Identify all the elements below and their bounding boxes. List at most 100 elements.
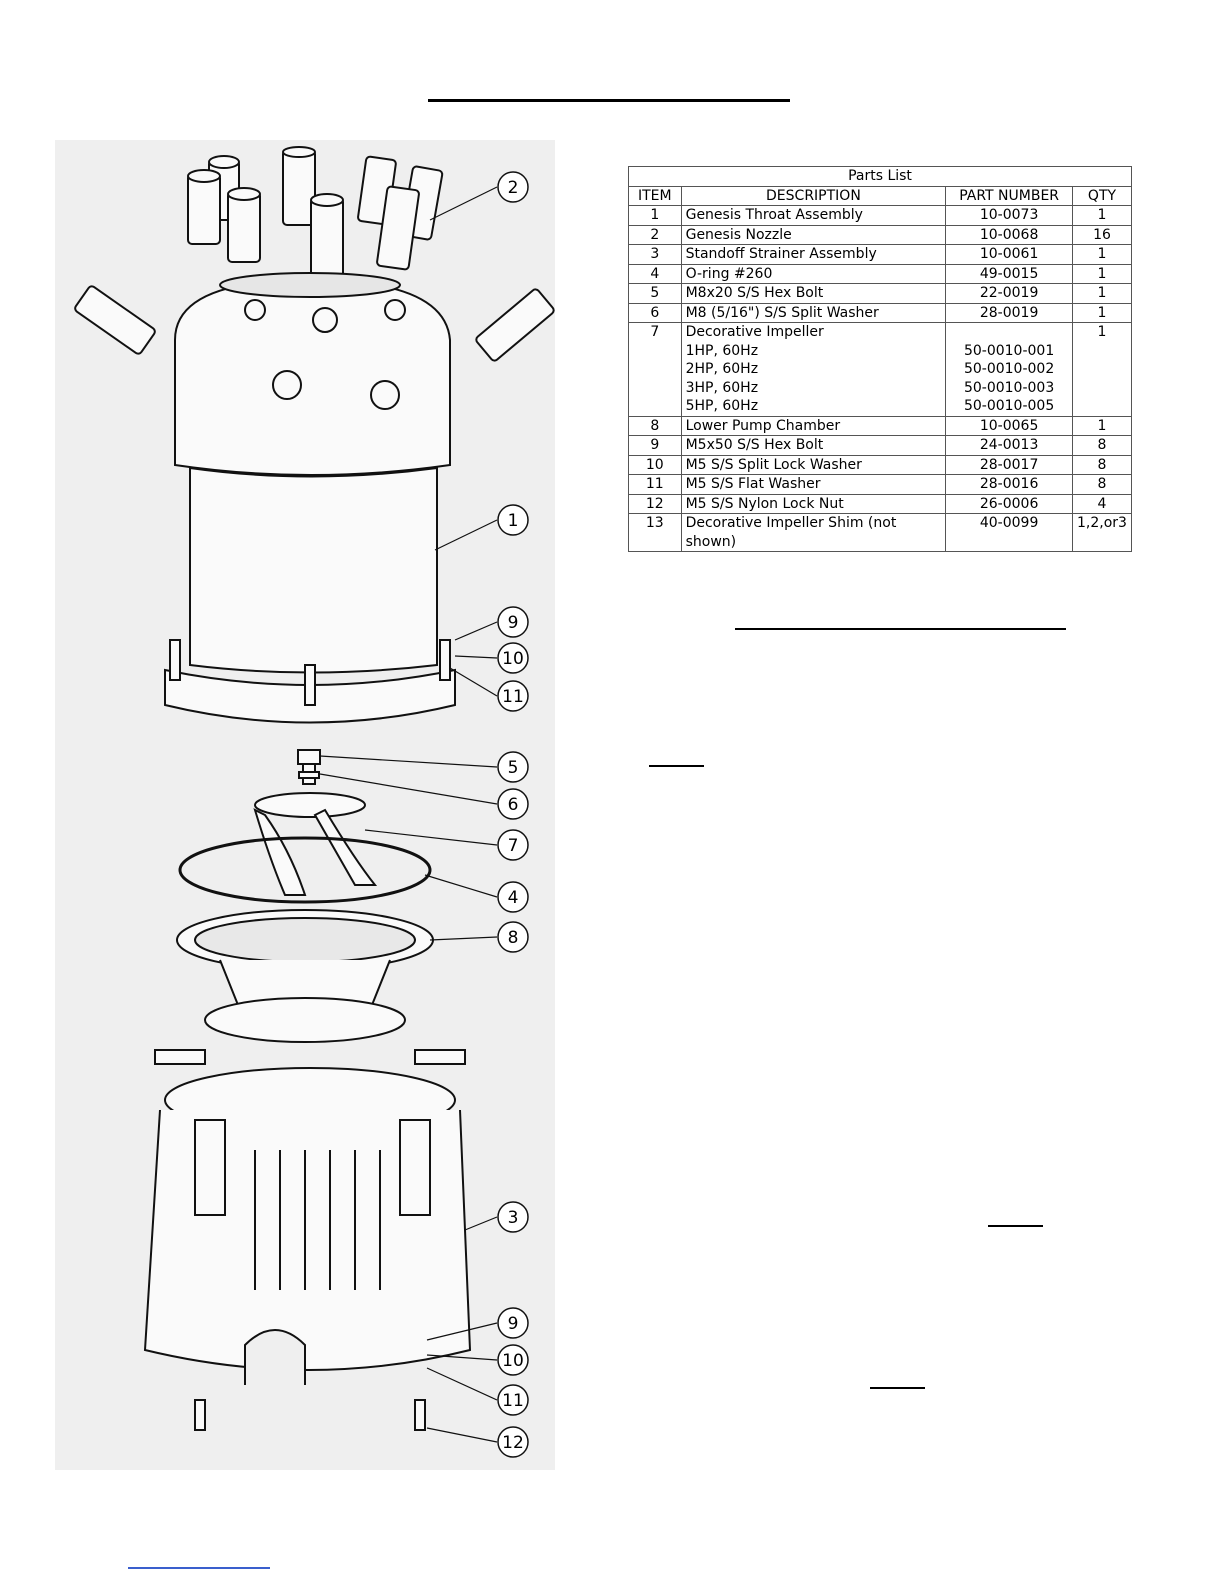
qty-cell: 4 — [1071, 493, 1133, 514]
item-cell: 11 — [628, 474, 682, 495]
item-cell: 9 — [628, 435, 682, 456]
callout-bubble: 10 — [497, 1344, 529, 1376]
callout-bubble: 2 — [497, 171, 529, 203]
callout-bubble: 11 — [497, 680, 529, 712]
callout-bubble: 7 — [497, 829, 529, 861]
svg-text:4: 4 — [508, 888, 519, 908]
description-line: Decorative Impeller Shim (not shown) — [685, 515, 897, 550]
column-header-qty: QTY — [1071, 185, 1133, 206]
description-line: M5 S/S Nylon Lock Nut — [685, 495, 844, 512]
part-number-cell: 10-0068 — [945, 224, 1073, 245]
part-number-line: 49-0015 — [979, 265, 1039, 282]
svg-text:12: 12 — [502, 1433, 524, 1453]
part-number-cell: 40-0099 — [945, 513, 1073, 552]
svg-text:9: 9 — [508, 1314, 519, 1334]
callout-bubble: 9 — [497, 606, 529, 638]
part-number-cell: 28-0017 — [945, 454, 1073, 475]
svg-text:7: 7 — [508, 836, 519, 856]
strainer-part — [143, 1049, 472, 1431]
description-line: Genesis Nozzle — [685, 226, 792, 243]
description-cell: M5x50 S/S Hex Bolt — [680, 435, 947, 456]
svg-text:3: 3 — [508, 1208, 519, 1228]
description-cell: M5 S/S Flat Washer — [680, 474, 947, 495]
svg-text:6: 6 — [508, 795, 519, 815]
part-number-cell: 10-0073 — [945, 205, 1073, 226]
note-underline — [870, 1387, 925, 1389]
description-line: M8 (5/16") S/S Split Washer — [685, 304, 879, 321]
qty-cell: 1 — [1071, 302, 1133, 323]
svg-text:1: 1 — [508, 511, 519, 531]
qty-cell: 1 — [1071, 322, 1133, 417]
description-line: 3HP, 60Hz — [685, 379, 759, 396]
throat-dome-part — [174, 278, 451, 476]
description-line: Lower Pump Chamber — [685, 417, 841, 434]
qty-cell: 8 — [1071, 454, 1133, 475]
footer-link-underline — [128, 1567, 270, 1569]
part-number-cell: 28-0016 — [945, 474, 1073, 495]
part-number-cell: 10-0061 — [945, 244, 1073, 265]
leader-lines — [319, 186, 498, 1443]
callout-bubble: 1 — [497, 504, 529, 536]
description-cell: M8 (5/16") S/S Split Washer — [680, 302, 947, 323]
qty-cell: 1,2,or3 — [1071, 513, 1133, 552]
part-number-line: 40-0099 — [979, 515, 1039, 531]
column-header-part-number: PART NUMBER — [945, 185, 1073, 206]
callouts: 2 1 9 10 11 5 6 7 4 8 3 9 10 11 12 — [497, 171, 529, 1458]
callout-bubble: 10 — [497, 642, 529, 674]
note-underline — [649, 765, 704, 767]
callout-bubble: 4 — [497, 881, 529, 913]
qty-cell: 1 — [1071, 415, 1133, 436]
description-line: Decorative Impeller — [685, 324, 824, 340]
qty-cell: 1 — [1071, 263, 1133, 284]
throat-body-part — [189, 466, 438, 674]
note-underline — [988, 1225, 1043, 1227]
qty-cell: 1 — [1071, 283, 1133, 304]
part-number-line: 28-0019 — [979, 304, 1039, 321]
callout-bubble: 5 — [497, 751, 529, 783]
nozzle-part — [74, 285, 555, 362]
callout-bubble: 3 — [497, 1201, 529, 1233]
description-line: M8x20 S/S Hex Bolt — [685, 285, 824, 301]
item-cell: 13 — [628, 513, 682, 552]
part-number-line: 50-0010-005 — [963, 398, 1055, 414]
svg-text:10: 10 — [502, 649, 524, 669]
part-number-cell: 26-0006 — [945, 493, 1073, 514]
parts-list-title: Parts List — [628, 166, 1132, 187]
callout-bubble: 9 — [497, 1307, 529, 1339]
callout-bubble: 11 — [497, 1384, 529, 1416]
part-number-cell: 24-0013 — [945, 435, 1073, 456]
part-number-cell: 22-0019 — [945, 283, 1073, 304]
description-cell: M8x20 S/S Hex Bolt — [680, 283, 947, 304]
part-number-line: 22-0019 — [979, 285, 1039, 301]
nozzle-part — [187, 146, 444, 279]
part-number-line: 50-0010-001 — [963, 342, 1055, 359]
item-cell: 3 — [628, 244, 682, 265]
item-cell: 10 — [628, 454, 682, 475]
column-header-item: ITEM — [628, 185, 682, 206]
description-cell: Genesis Nozzle — [680, 224, 947, 245]
item-cell: 4 — [628, 263, 682, 284]
part-number-line: 50-0010-003 — [963, 379, 1055, 396]
item-cell: 7 — [628, 322, 682, 417]
section-underline — [735, 628, 1066, 630]
description-line: M5 S/S Split Lock Washer — [685, 456, 862, 473]
description-cell: M5 S/S Nylon Lock Nut — [680, 493, 947, 514]
callout-bubble: 8 — [497, 921, 529, 953]
part-number-line: 10-0068 — [979, 226, 1039, 243]
svg-text:8: 8 — [508, 928, 519, 948]
parts-list-table: Parts List ITEM DESCRIPTION PART NUMBER … — [628, 166, 1133, 552]
qty-cell: 1 — [1071, 244, 1133, 265]
part-number-line: 10-0061 — [979, 246, 1039, 262]
description-cell: Decorative Impeller Shim (not shown) — [680, 513, 947, 552]
item-cell: 5 — [628, 283, 682, 304]
title-underline — [428, 99, 790, 102]
